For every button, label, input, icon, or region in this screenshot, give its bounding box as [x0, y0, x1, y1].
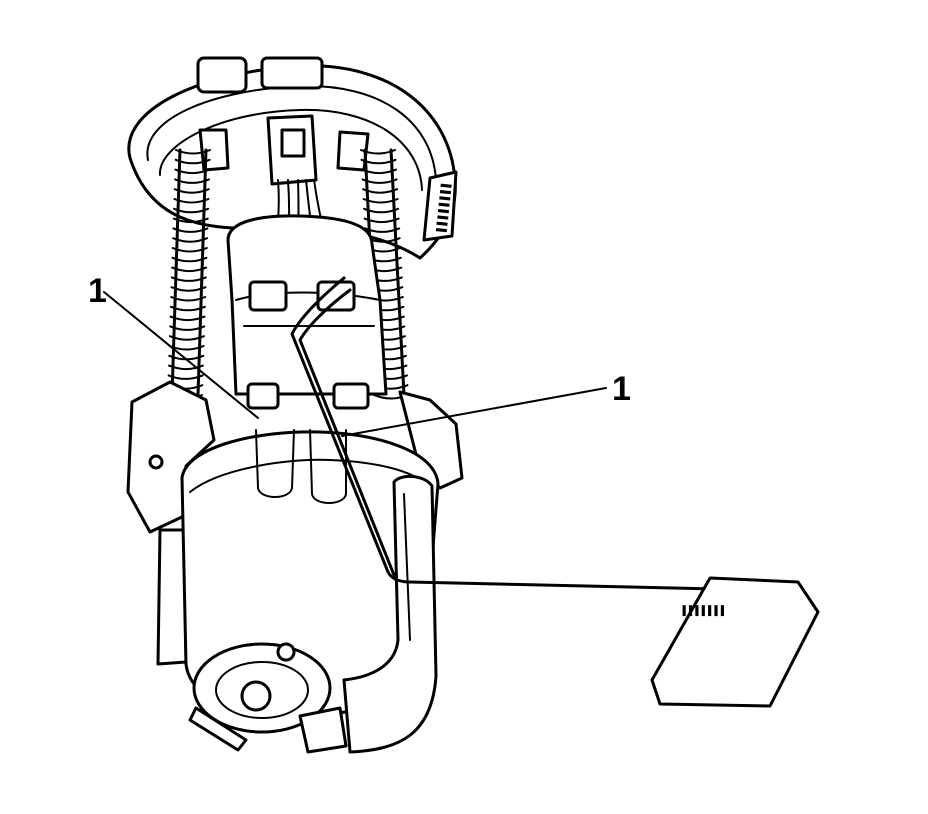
spring-coil: [169, 305, 206, 312]
callout-1-left: 1: [88, 272, 259, 419]
spring-coil: [171, 247, 208, 253]
spring-coil: [171, 256, 208, 263]
spring-coil: [172, 237, 209, 243]
spring-coil: [169, 315, 206, 322]
callout-1-right: 1: [341, 370, 631, 437]
spring-coil: [362, 188, 399, 194]
spring-coil: [167, 364, 204, 371]
spring-coil: [171, 266, 208, 273]
spring-coil: [173, 188, 210, 194]
fuel-reservoir: [180, 429, 440, 754]
spring-coil: [360, 149, 396, 155]
spring-coil: [172, 217, 209, 224]
spring-coil: [360, 158, 397, 165]
spring-coil: [174, 168, 211, 175]
top-flange: ▌▌▌▌▌▌▌▌: [127, 56, 458, 260]
spring-coil: [364, 227, 401, 233]
left-bracket: [126, 380, 216, 666]
callout-label-right: 1: [612, 370, 631, 408]
spring-coil: [175, 149, 211, 155]
pump-housing-upper: [226, 214, 388, 410]
callout-label-left: 1: [88, 272, 107, 310]
spring-coil: [362, 198, 399, 204]
spring-coil: [169, 325, 206, 331]
spring-coil: [174, 178, 211, 184]
spring-coil: [168, 335, 205, 341]
spring-coil: [363, 217, 400, 224]
float-stamp: ▌▌▌▌▌▌▌: [679, 605, 724, 617]
spring-coil: [173, 207, 210, 214]
spring-coil: [363, 207, 400, 214]
spring-coil: [174, 158, 211, 165]
spring-coil: [173, 198, 210, 204]
spring-coil: [361, 168, 398, 175]
spring-coil: [170, 296, 207, 302]
spring-coil: [361, 178, 398, 184]
float-arm-assembly: ▌▌▌▌▌▌▌: [290, 276, 820, 754]
spring-coil: [167, 374, 204, 380]
spring-coil: [170, 276, 207, 282]
spring-coil: [172, 227, 209, 233]
spring-coil: [170, 286, 207, 292]
